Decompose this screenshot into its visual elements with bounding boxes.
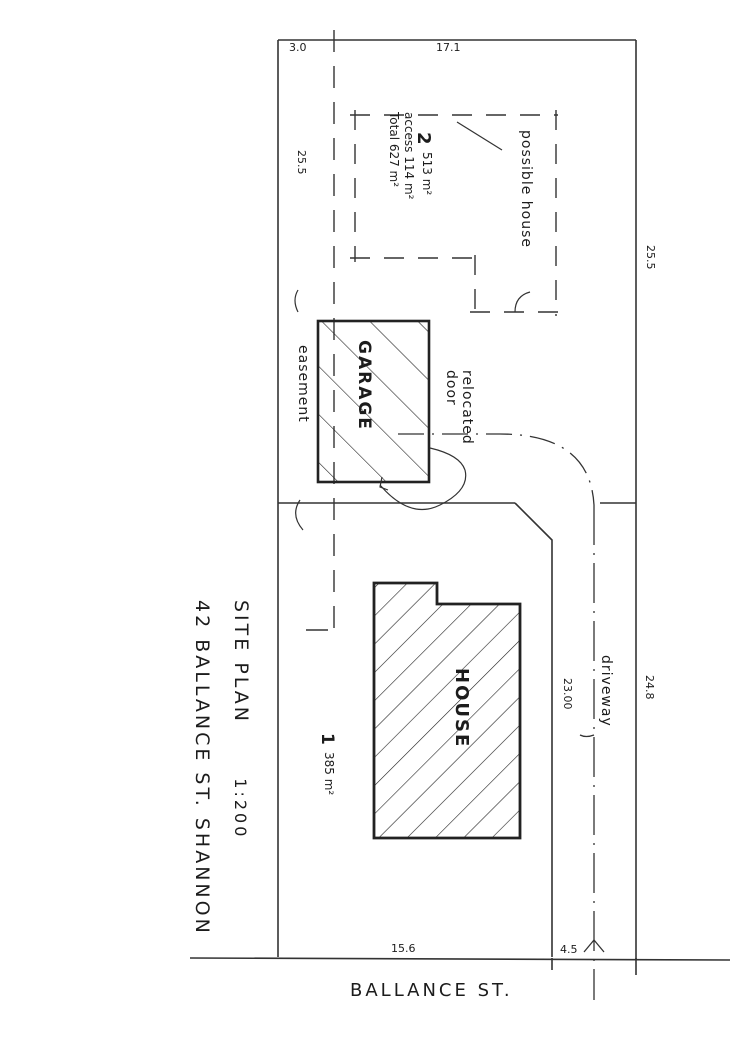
dim-bottom-access: 4.5 <box>560 943 578 956</box>
dim-right-upper: 25.5 <box>644 245 657 270</box>
dim-top-right: 17.1 <box>436 41 461 54</box>
driveway-line <box>398 433 605 1000</box>
site-address: 42 BALLANCE ST. SHANNON <box>191 600 213 936</box>
lot1-number: 1 <box>317 733 337 745</box>
lot2-access: access 114 m² <box>402 112 416 200</box>
relocated-door-label: relocated door <box>443 370 475 445</box>
title-text: SITE PLAN <box>230 600 252 725</box>
possible-house-arrows <box>456 121 531 313</box>
dim-left-upper: 25.5 <box>295 150 308 175</box>
dim-top-left: 3.0 <box>289 41 307 54</box>
easement-arrows <box>294 289 304 531</box>
garage-shape <box>316 319 431 484</box>
street-name: BALLANCE ST. <box>350 980 513 1001</box>
easement-label: easement <box>295 345 311 423</box>
door-swing-arrow <box>379 447 467 511</box>
garage-label: GARAGE <box>354 340 374 431</box>
lot2-area: 513 m² <box>420 152 434 196</box>
lot2-number: 2 <box>413 132 434 145</box>
house-shape <box>372 581 522 840</box>
dim-bottom-lot1: 15.6 <box>391 942 416 955</box>
scale-text: 1:200 <box>231 778 250 840</box>
site-plan-title: SITE PLAN 1:200 <box>230 600 252 840</box>
dim-inner-lot1: 23.00 <box>561 678 574 710</box>
possible-house-label: possible house <box>518 130 534 248</box>
lot2-total: Total 627 m² <box>387 112 401 188</box>
lot1-area: 385 m² <box>322 752 336 796</box>
dim-right-lower: 24.8 <box>643 675 656 700</box>
driveway-label: driveway <box>598 655 614 727</box>
property-boundary <box>189 39 731 975</box>
house-label: HOUSE <box>451 668 472 749</box>
